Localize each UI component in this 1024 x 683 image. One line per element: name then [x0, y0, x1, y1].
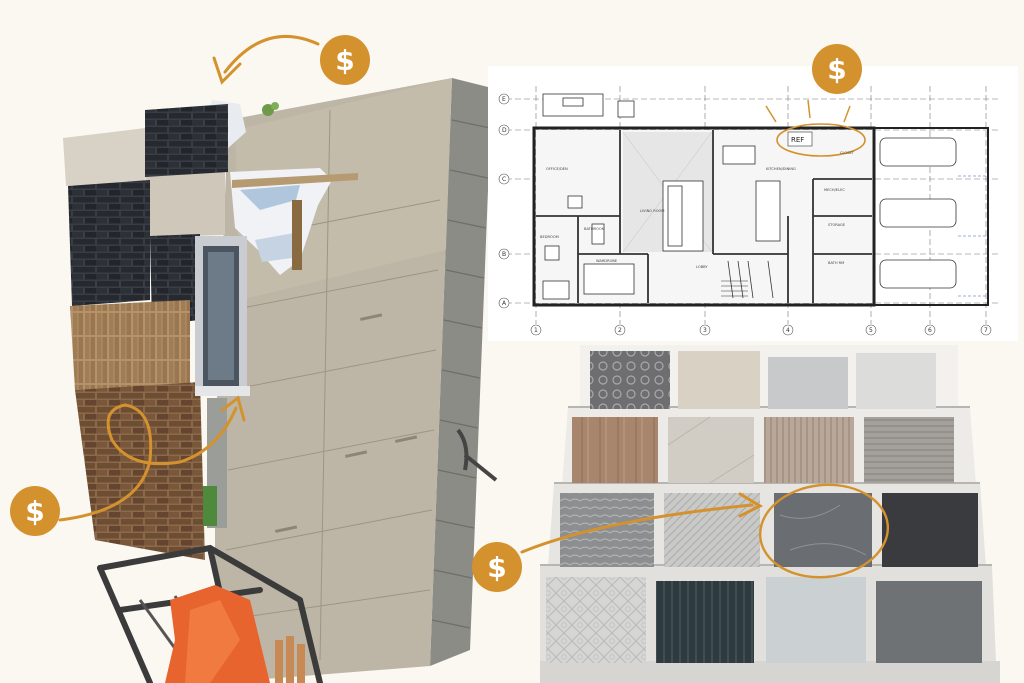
- cost-icon: $: [812, 44, 862, 94]
- grid-row-label: D: [502, 127, 507, 134]
- tile-sample: [766, 577, 866, 663]
- room-label-bathroom: BATHROOM: [584, 227, 605, 231]
- grid-row-label: B: [502, 251, 506, 258]
- room-label-lobby: LOBBY: [696, 265, 708, 269]
- room-label-office: OFFICE/DEN: [546, 167, 568, 171]
- floor-plan-drawing: E D C B A 1 2 3 4 5 6 7: [488, 66, 1018, 341]
- cost-icon: $: [472, 542, 522, 592]
- grid-row-label: C: [502, 176, 506, 183]
- cost-icon: $: [320, 35, 370, 85]
- grid-row-label: A: [502, 300, 507, 307]
- grid-col-label: 5: [869, 327, 873, 334]
- tile-sample: [864, 417, 954, 483]
- tile-sample: [856, 353, 936, 409]
- grid-col-label: 6: [928, 327, 932, 334]
- tile-sample: [546, 577, 646, 663]
- tile-sample: [590, 351, 670, 409]
- room-label-living: LIVING ROOM: [640, 209, 664, 213]
- room-label-kitchen: KITCHEN/DINING: [766, 167, 796, 171]
- grid-col-label: 1: [534, 327, 538, 334]
- grid-col-label: 3: [703, 327, 707, 334]
- room-label-bedroom: BEDROOM: [540, 235, 559, 239]
- room-label-closet: CLOSET: [840, 151, 855, 155]
- tile-sample: [764, 417, 854, 483]
- grid-col-label: 2: [618, 327, 622, 334]
- tile-sample-display: [540, 345, 1000, 683]
- grid-col-label: 4: [786, 327, 790, 334]
- wall-mockup-photo: [63, 78, 498, 683]
- tile-sample: [668, 417, 754, 483]
- fridge-label: REF: [791, 136, 804, 144]
- tile-sample: [768, 357, 848, 409]
- tile-sample-highlighted: [774, 493, 872, 567]
- room-label-mech: MECH/ELEC: [824, 188, 845, 192]
- tile-sample: [656, 581, 754, 663]
- grid-row-labels: E D C B A: [502, 96, 507, 307]
- tile-sample: [572, 417, 658, 483]
- cost-symbol: $: [25, 494, 45, 528]
- grid-col-label: 7: [984, 327, 988, 334]
- grid-col-labels: 1 2 3 4 5 6 7: [534, 327, 988, 334]
- tile-sample: [560, 493, 654, 567]
- tile-sample: [876, 581, 982, 663]
- tile-sample: [678, 351, 760, 409]
- room-label-bath2: BATH RM: [828, 261, 844, 265]
- room-label-wardrobe: WARDROBE: [596, 259, 618, 263]
- tile-sample: [882, 493, 978, 567]
- cost-symbol: $: [827, 52, 847, 86]
- room-label-storage: STORAGE: [828, 223, 846, 227]
- cost-symbol: $: [335, 43, 355, 77]
- cost-icon: $: [10, 486, 60, 536]
- grid-row-label: E: [502, 96, 506, 103]
- cost-symbol: $: [487, 550, 507, 584]
